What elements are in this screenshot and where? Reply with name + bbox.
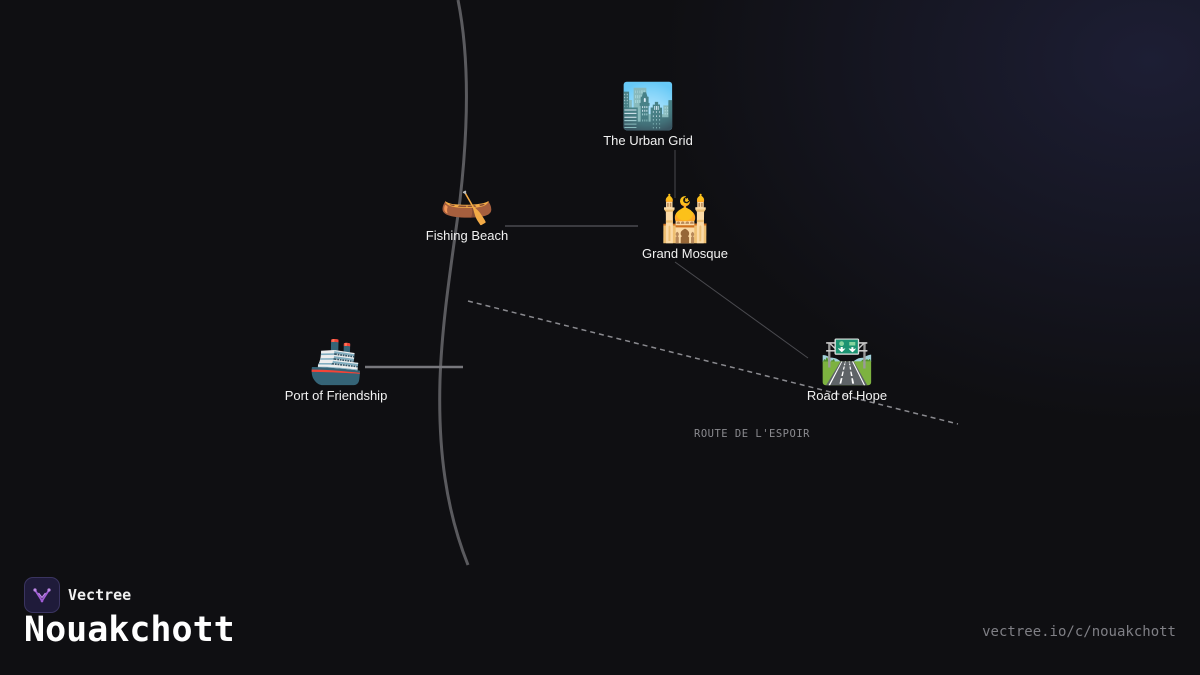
brand[interactable]: Vectree xyxy=(24,577,131,613)
poi-label: Grand Mosque xyxy=(642,246,728,261)
ship-icon: 🚢 xyxy=(308,336,364,387)
poi-label: Road of Hope xyxy=(806,388,888,403)
route-de-l-espoir-line xyxy=(467,300,959,425)
poi-grand-mosque[interactable]: 🕌 Grand Mosque xyxy=(642,194,728,262)
route-label: ROUTE DE L'ESPOIR xyxy=(694,428,810,440)
poi-urban-grid[interactable]: 🏙️ The Urban Grid xyxy=(603,81,693,149)
brand-name: Vectree xyxy=(68,586,132,604)
poi-label: Port of Friendship xyxy=(284,388,388,403)
vectree-logo-icon xyxy=(24,577,60,613)
mosque-icon: 🕌 xyxy=(657,194,713,245)
poi-port-of-friendship[interactable]: 🚢 Port of Friendship xyxy=(284,336,388,404)
poi-road-of-hope[interactable]: 🛣️ Road of Hope xyxy=(806,336,888,404)
river-line xyxy=(438,0,470,566)
cityscape-icon: 🏙️ xyxy=(620,81,676,132)
poi-fishing-beach[interactable]: 🛶 Fishing Beach xyxy=(425,176,509,244)
site-url-link[interactable]: vectree.io/c/nouakchott xyxy=(982,624,1176,640)
canoe-icon: 🛶 xyxy=(439,176,495,227)
connector-mosque-road xyxy=(674,261,809,359)
poi-label: Fishing Beach xyxy=(425,228,509,243)
poi-label: The Urban Grid xyxy=(603,133,693,148)
highway-icon: 🛣️ xyxy=(819,336,875,387)
city-title: Nouakchott xyxy=(24,610,235,650)
